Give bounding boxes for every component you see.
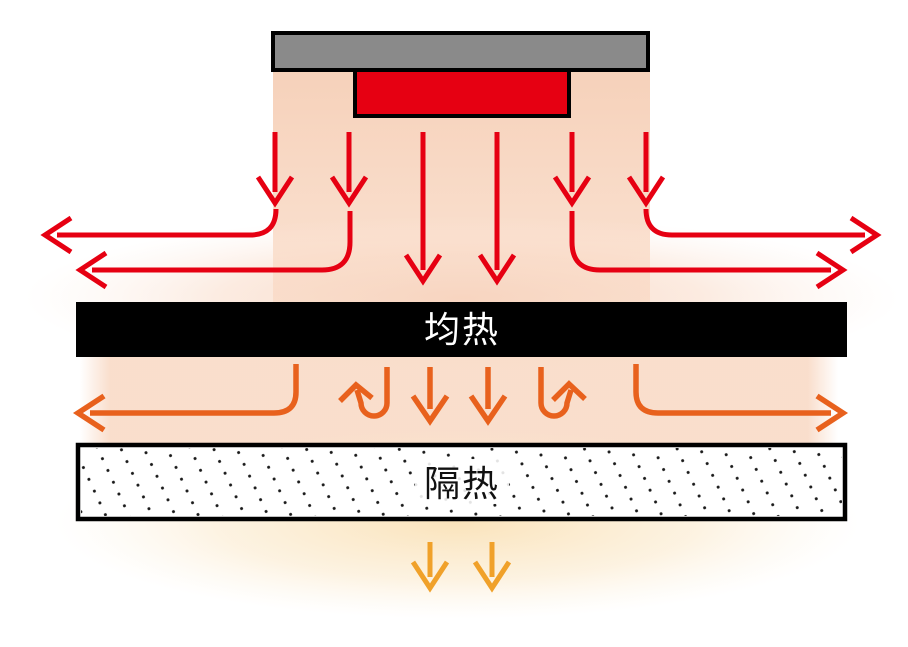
bend-arrow-left — [90, 364, 299, 416]
arrowhead-down — [255, 175, 295, 208]
arrowhead-down — [626, 175, 666, 208]
arrowhead-down — [410, 560, 450, 593]
mount-plate — [271, 31, 650, 72]
arrowhead-down — [329, 175, 369, 208]
heat-source — [353, 68, 571, 118]
bend-arrow-left — [57, 208, 279, 238]
bend-arrow-left — [92, 211, 353, 273]
arrowhead-left — [40, 215, 73, 255]
insulation-label-backing — [415, 459, 509, 504]
arrowhead-down — [472, 560, 512, 593]
arrowhead-left — [72, 393, 106, 433]
arrowhead-down — [468, 394, 508, 426]
arrowhead-up — [551, 380, 587, 402]
heat-spreader-bar — [76, 302, 847, 357]
residual-heat-arrows — [410, 542, 512, 593]
arrowhead-right — [815, 250, 848, 290]
bend-arrow-right — [643, 208, 865, 238]
arrowhead-right — [849, 215, 882, 255]
bend-arrow-right — [633, 364, 831, 416]
arrowhead-down — [410, 394, 450, 426]
arrowhead-down — [477, 253, 517, 286]
primary-heat-arrows — [40, 132, 882, 290]
arrowhead-up — [338, 381, 374, 403]
u-turn-arrow-right — [538, 367, 574, 419]
arrowhead-down — [552, 175, 592, 208]
insulation-label: 隔热 — [424, 463, 500, 504]
heat-spreader-label: 均热 — [424, 309, 500, 350]
bend-arrow-right — [569, 211, 831, 273]
arrowhead-right — [815, 393, 849, 433]
arrowhead-left — [75, 250, 108, 290]
u-turn-arrow-left — [354, 367, 390, 419]
spreader-exit-arrows — [72, 364, 849, 433]
arrowhead-down — [403, 253, 443, 286]
